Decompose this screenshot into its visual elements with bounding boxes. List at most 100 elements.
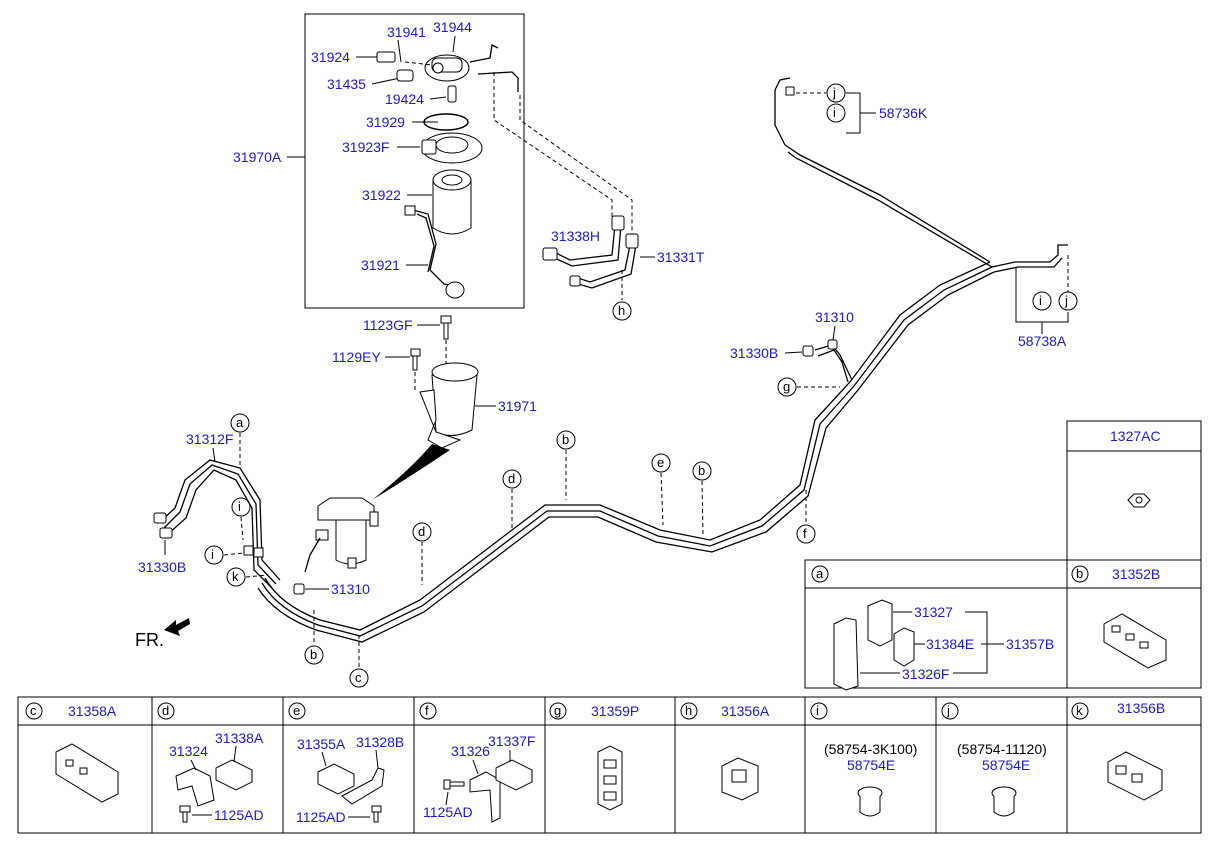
- label-31310-mid: 31310: [331, 581, 370, 597]
- callout-g: [777, 377, 797, 397]
- callout-h-letter: h: [618, 303, 625, 318]
- callout-i-left-2: [204, 545, 224, 565]
- callout-f-letter: f: [803, 526, 807, 541]
- box-f-parts: [443, 750, 533, 823]
- callout-b-2: [692, 461, 712, 481]
- fitting-31310-mid: [293, 583, 305, 595]
- fitting-31310-top: [827, 339, 838, 350]
- front-direction-label: FR.: [135, 630, 164, 650]
- box-d-parts: [175, 745, 253, 823]
- box-b-title: 31352B: [1112, 566, 1160, 582]
- water-sensor-harness: [404, 205, 465, 299]
- filter-cartridge: [432, 169, 472, 235]
- box-a-badge: [811, 565, 829, 583]
- callout-j-right-letter: j: [1064, 293, 1068, 308]
- label-31310-top: 31310: [815, 309, 854, 325]
- box-d-badge: [157, 702, 175, 720]
- label-58738A: 58738A: [1018, 333, 1067, 349]
- callout-d-1-letter: d: [508, 471, 515, 486]
- box-i-badge: [810, 702, 828, 720]
- bolt-1123GF: [440, 315, 452, 340]
- label-31331T: 31331T: [657, 249, 705, 265]
- label-31312F: 31312F: [186, 431, 233, 447]
- bracket-31971: [419, 362, 479, 449]
- callout-j-top-letter: j: [832, 85, 836, 100]
- o-ring: [423, 113, 469, 131]
- box-a-31384E: 31384E: [926, 636, 974, 652]
- label-31941: 31941: [387, 24, 426, 40]
- callout-a-letter: a: [236, 415, 244, 430]
- callout-g-letter: g: [783, 379, 790, 394]
- callout-b-1-letter: b: [562, 432, 569, 447]
- box-1327AC-title: 1327AC: [1110, 428, 1161, 444]
- nut-1327AC: [1127, 493, 1151, 508]
- callout-k-letter: k: [232, 569, 239, 584]
- label-19424: 19424: [385, 91, 424, 107]
- callout-i-left-1: [231, 497, 251, 517]
- box-h-badge: [680, 702, 698, 720]
- box-i-letter: i: [816, 703, 819, 718]
- front-arrow-icon: [164, 618, 190, 636]
- box-f-badge: [419, 702, 437, 720]
- label-31330B-top: 31330B: [730, 345, 778, 361]
- box-j-title: 58754E: [982, 757, 1030, 773]
- box-i-fitting: [857, 786, 883, 817]
- box-a-31357B: 31357B: [1006, 636, 1054, 652]
- callout-k: [226, 567, 246, 587]
- box-b-badge: [1071, 565, 1089, 583]
- callout-b-2-letter: b: [698, 463, 705, 478]
- callout-d-2-letter: d: [418, 524, 425, 539]
- box-j-fitting: [991, 786, 1017, 817]
- box-g-title: 31359P: [591, 703, 639, 719]
- box-e-badge: [288, 702, 306, 720]
- callout-d-2: [412, 522, 432, 542]
- callout-i-right: [1032, 291, 1052, 311]
- box-e-31355A: 31355A: [297, 736, 346, 752]
- hose-31331T: [569, 233, 639, 289]
- label-31971: 31971: [498, 398, 537, 414]
- label-31970A: 31970A: [233, 149, 282, 165]
- box-g-badge: [549, 702, 567, 720]
- box-e-31328B: 31328B: [356, 734, 404, 750]
- box-f-letter: f: [425, 703, 429, 718]
- callout-h: [612, 301, 632, 321]
- label-31924: 31924: [311, 49, 350, 65]
- box-h-letter: h: [685, 703, 692, 718]
- callout-e-letter: e: [657, 455, 664, 470]
- box-k-title: 31356B: [1117, 700, 1165, 716]
- box-d-letter: d: [162, 703, 169, 718]
- callout-i-left-2-letter: i: [211, 547, 214, 562]
- box-g-clip: [597, 745, 623, 811]
- box-a-31326F: 31326F: [902, 666, 949, 682]
- box-d-31338A: 31338A: [215, 730, 264, 746]
- box-b-letter: b: [1076, 566, 1083, 581]
- box-i-title: 58754E: [847, 757, 895, 773]
- callout-a: [230, 413, 250, 433]
- filter-assembled: [304, 497, 379, 573]
- callout-i-left-1-letter: i: [238, 499, 241, 514]
- box-a-31327: 31327: [914, 604, 953, 620]
- zoom-pointer: [372, 444, 450, 500]
- box-k-letter: k: [1076, 703, 1083, 718]
- box-c-letter: c: [30, 703, 37, 718]
- label-31338H: 31338H: [551, 228, 600, 244]
- callout-b-1: [556, 430, 576, 450]
- box-c-clip: [55, 743, 119, 803]
- box-f-1125AD: 1125AD: [423, 804, 473, 820]
- label-31922: 31922: [362, 187, 401, 203]
- box-e-parts: [317, 749, 385, 823]
- box-k-clip: [1107, 751, 1163, 801]
- filter-assembly-box: [304, 13, 525, 309]
- label-31330B-left: 31330B: [138, 559, 186, 575]
- box-k-badge: [1071, 702, 1089, 720]
- box-a-letter: a: [816, 566, 824, 581]
- box-a-clips: [833, 599, 915, 691]
- callout-i-right-letter: i: [1039, 293, 1042, 308]
- box-h-title: 31356A: [721, 703, 770, 719]
- callout-d-1: [502, 469, 522, 489]
- box-f-31337F: 31337F: [488, 733, 535, 749]
- label-1123GF: 1123GF: [363, 317, 413, 333]
- box-h-clip: [721, 757, 759, 801]
- callout-j-top: [826, 83, 846, 103]
